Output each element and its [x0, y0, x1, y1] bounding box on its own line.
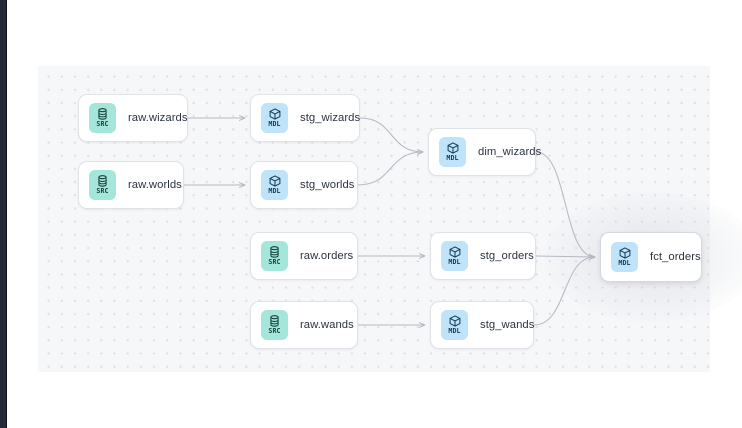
graph-edge-stg_orders-to-fct_orders — [535, 254, 596, 260]
node-type-label: SRC — [268, 327, 281, 336]
graph-edge-dim_wizards-to-fct_orders — [535, 151, 596, 260]
cube-icon — [269, 175, 281, 187]
left-nav-rail[interactable] — [0, 0, 7, 428]
node-label: raw.wands — [300, 319, 354, 331]
graph-node-raw_wizards[interactable]: SRC raw.wizards — [78, 94, 188, 142]
node-type-badge-mdl: MDL — [261, 103, 288, 133]
graph-node-dim_wizards[interactable]: MDL dim_wizards — [428, 128, 541, 176]
node-label: dim_wizards — [478, 146, 542, 158]
graph-edge-stg_wizards-to-dim_wizards — [359, 117, 424, 155]
node-type-label: MDL — [448, 327, 461, 336]
node-type-badge-mdl: MDL — [261, 170, 288, 200]
node-label: stg_wizards — [300, 112, 361, 124]
node-label: stg_orders — [480, 250, 534, 262]
node-label: raw.orders — [300, 250, 354, 262]
node-type-label: MDL — [268, 120, 281, 129]
node-type-badge-mdl: MDL — [439, 137, 466, 167]
node-type-badge-mdl: MDL — [611, 242, 638, 272]
node-label: stg_wands — [480, 319, 535, 331]
node-label: raw.worlds — [128, 179, 182, 191]
cube-icon — [447, 142, 459, 154]
graph-node-raw_orders[interactable]: SRC raw.orders — [250, 232, 358, 280]
node-type-label: MDL — [268, 187, 281, 196]
node-type-badge-mdl: MDL — [441, 241, 468, 271]
database-icon — [97, 175, 108, 187]
cube-icon — [619, 247, 631, 259]
graph-node-raw_worlds[interactable]: SRC raw.worlds — [78, 161, 184, 209]
graph-edge-stg_worlds-to-dim_wizards — [357, 149, 424, 186]
cube-icon — [449, 315, 461, 327]
node-type-badge-src: SRC — [89, 170, 116, 200]
node-type-label: SRC — [96, 187, 109, 196]
node-type-badge-mdl: MDL — [441, 310, 468, 340]
node-type-label: MDL — [446, 154, 459, 163]
node-type-label: MDL — [448, 258, 461, 267]
node-type-badge-src: SRC — [89, 103, 116, 133]
graph-node-raw_wands[interactable]: SRC raw.wands — [250, 301, 358, 349]
cube-icon — [449, 246, 461, 258]
database-icon — [269, 246, 280, 258]
node-label: raw.wizards — [128, 112, 188, 124]
node-type-label: MDL — [618, 259, 631, 268]
node-type-badge-src: SRC — [261, 310, 288, 340]
graph-node-stg_wizards[interactable]: MDL stg_wizards — [250, 94, 360, 142]
graph-edge-stg_wands-to-fct_orders — [533, 254, 596, 326]
database-icon — [97, 108, 108, 120]
node-label: fct_orders — [650, 251, 701, 263]
database-icon — [269, 315, 280, 327]
node-type-badge-src: SRC — [261, 241, 288, 271]
cube-icon — [269, 108, 281, 120]
graph-node-stg_worlds[interactable]: MDL stg_worlds — [250, 161, 358, 209]
graph-node-stg_orders[interactable]: MDL stg_orders — [430, 232, 536, 280]
node-type-label: SRC — [268, 258, 281, 267]
graph-node-stg_wands[interactable]: MDL stg_wands — [430, 301, 534, 349]
graph-node-fct_orders[interactable]: MDL fct_orders — [600, 232, 702, 282]
node-type-label: SRC — [96, 120, 109, 129]
node-label: stg_worlds — [300, 179, 355, 191]
